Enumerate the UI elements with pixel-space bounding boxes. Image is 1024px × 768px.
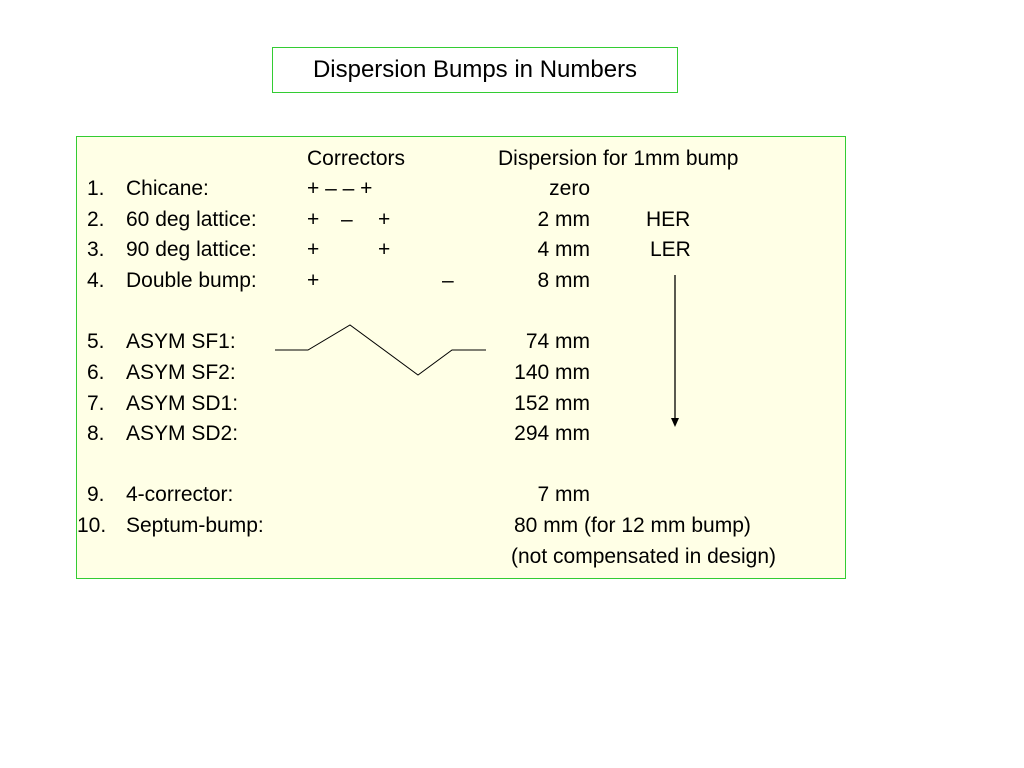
dispersion-value: 80 mm (for 12 mm bump) (514, 514, 751, 537)
row-number: 8. (87, 422, 105, 445)
row-number: 2. (87, 208, 105, 231)
corrector-sign-plus: + (307, 208, 320, 231)
corrector-sign-plus: + (307, 238, 320, 261)
row-number: 3. (87, 238, 105, 261)
corrector-sign-minus: – (442, 269, 454, 292)
ler-arrow-head (671, 418, 679, 427)
row-name: 60 deg lattice: (126, 208, 257, 231)
row-name: ASYM SD1: (126, 392, 239, 415)
slide-title: Dispersion Bumps in Numbers (272, 47, 678, 93)
dispersion-value: 7 mm (537, 483, 591, 506)
row-number: 6. (87, 361, 105, 384)
dispersion-value: 74 mm (525, 330, 590, 353)
row-name: ASYM SD2: (126, 422, 239, 445)
dispersion-value: 140 mm (514, 361, 590, 384)
slide-title-text: Dispersion Bumps in Numbers (312, 56, 638, 83)
row-name: ASYM SF1: (126, 330, 236, 353)
asym-bump-sketch (275, 324, 486, 376)
row-number: 7. (87, 392, 105, 415)
corrector-sign-plus: + (378, 238, 391, 261)
corrector-sign-minus: – (341, 208, 353, 231)
corrector-signs-chicane: + – – + (307, 177, 373, 200)
row-name: Septum-bump: (126, 514, 264, 537)
header-dispersion: Dispersion for 1mm bump (498, 147, 739, 170)
row-name: 90 deg lattice: (126, 238, 257, 261)
row-number: 1. (87, 177, 105, 200)
corrector-sign-plus: + (378, 208, 391, 231)
dispersion-table-panel: Correctors Dispersion for 1mm bump 1. Ch… (76, 136, 846, 579)
her-label: HER (646, 208, 691, 231)
row-number: 10. (77, 514, 107, 537)
dispersion-value: 8 mm (537, 269, 591, 292)
row-number: 4. (87, 269, 105, 292)
dispersion-value: 294 mm (514, 422, 590, 445)
header-correctors: Correctors (307, 147, 406, 170)
row-number: 5. (87, 330, 105, 353)
row-name: Chicane: (126, 177, 209, 200)
dispersion-value: 2 mm (537, 208, 591, 231)
dispersion-value: 4 mm (537, 238, 591, 261)
dispersion-value: zero (549, 177, 590, 200)
dispersion-value: 152 mm (514, 392, 590, 415)
design-note: (not compensated in design) (511, 545, 776, 568)
ler-label: LER (650, 238, 691, 261)
panel-graphics (275, 275, 679, 427)
row-name: ASYM SF2: (126, 361, 236, 384)
corrector-sign-plus: + (307, 269, 320, 292)
row-number: 9. (87, 483, 105, 506)
row-name: 4-corrector: (126, 483, 234, 506)
row-name: Double bump: (126, 269, 257, 292)
